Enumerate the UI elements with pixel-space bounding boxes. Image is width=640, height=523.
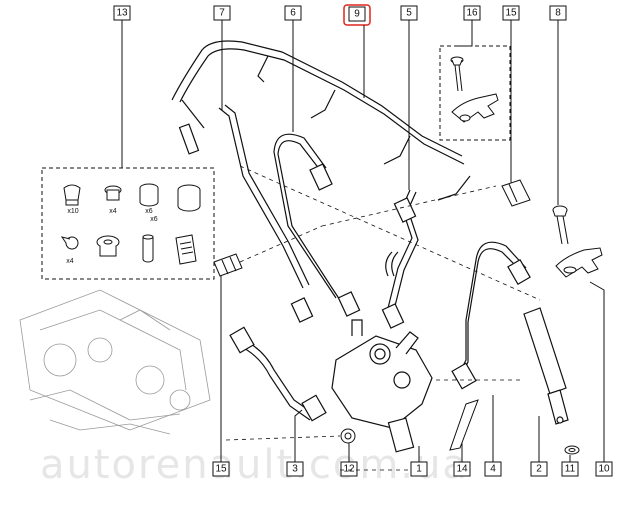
connector-right (501, 179, 531, 207)
label-3: 3 (292, 464, 298, 475)
label-box-10[interactable]: 10 (595, 461, 613, 477)
kit-qty-4: x4 (66, 258, 74, 265)
pipe-6 (273, 133, 361, 317)
kit-item-large-sleeve (177, 184, 201, 212)
injector-clamp (555, 247, 603, 278)
label-box-6[interactable]: 6 (284, 5, 302, 21)
kit-qty-1: x10 (67, 208, 78, 215)
pipe-4 (451, 241, 531, 390)
label-7: 7 (219, 8, 225, 19)
label-box-8[interactable]: 8 (549, 5, 567, 21)
engine-block-sketch (19, 289, 211, 435)
label-box-15-top[interactable]: 15 (502, 5, 520, 21)
plug-12 (340, 428, 356, 444)
seal-kit-box: x10 x4 x6 x4 (41, 167, 215, 280)
label-box-11[interactable]: 11 (561, 461, 579, 477)
kit-item-seal-ring (96, 235, 120, 257)
label-6: 6 (290, 8, 296, 19)
injector (523, 307, 569, 425)
leader-16 (458, 20, 473, 47)
label-11: 11 (565, 464, 576, 475)
label-1: 1 (416, 464, 422, 475)
label-box-13[interactable]: 13 (113, 5, 131, 21)
label-box-3[interactable]: 3 (286, 461, 304, 477)
label-14: 14 (456, 464, 468, 475)
label-box-9-highlighted[interactable]: 9 (343, 4, 371, 26)
kit-item-cap (63, 184, 81, 206)
pipe-5 (381, 189, 419, 329)
clamp-kit-box (439, 45, 511, 141)
label-box-5[interactable]: 5 (400, 5, 418, 21)
kit-item-plug (142, 234, 154, 263)
connector-left (213, 253, 243, 277)
kit-item-clip (60, 236, 79, 250)
bolt-icon (450, 56, 464, 92)
kit-item-washer (104, 185, 122, 201)
return-line (171, 40, 471, 201)
label-box-4[interactable]: 4 (484, 461, 502, 477)
clamp-icon (451, 93, 499, 123)
label-8: 8 (555, 8, 561, 19)
kit-qty-3: x6 (145, 208, 153, 215)
stud-14 (449, 399, 479, 451)
label-16: 16 (466, 8, 478, 19)
label-box-2[interactable]: 2 (530, 461, 548, 477)
kit-item-instruction-sheet (175, 234, 197, 265)
label-2: 2 (536, 464, 542, 475)
label-13: 13 (116, 8, 128, 19)
leader-lines (121, 20, 605, 462)
label-box-14[interactable]: 14 (453, 461, 471, 477)
label-box-1[interactable]: 1 (410, 461, 428, 477)
label-15-top: 15 (505, 8, 517, 19)
label-12: 12 (343, 464, 355, 475)
leader-3 (294, 409, 303, 462)
leader-10 (589, 281, 605, 462)
label-box-7[interactable]: 7 (213, 5, 231, 21)
label-9: 9 (354, 9, 360, 20)
guide-lines (225, 165, 541, 471)
injector-bolt (552, 205, 569, 245)
high-pressure-pump (331, 319, 433, 453)
label-4: 4 (490, 464, 496, 475)
label-10: 10 (598, 464, 610, 475)
pipe-3 (229, 326, 327, 422)
label-15-bottom: 15 (215, 464, 227, 475)
label-box-15-bottom[interactable]: 15 (212, 461, 230, 477)
washer-11 (564, 445, 580, 455)
kit-qty-5: x6 (150, 216, 158, 223)
pipe-7 (218, 104, 314, 323)
label-box-16[interactable]: 16 (463, 5, 481, 21)
kit-item-sleeve (139, 183, 159, 207)
label-box-12[interactable]: 12 (340, 461, 358, 477)
label-5: 5 (406, 8, 412, 19)
kit-qty-2: x4 (109, 208, 117, 215)
